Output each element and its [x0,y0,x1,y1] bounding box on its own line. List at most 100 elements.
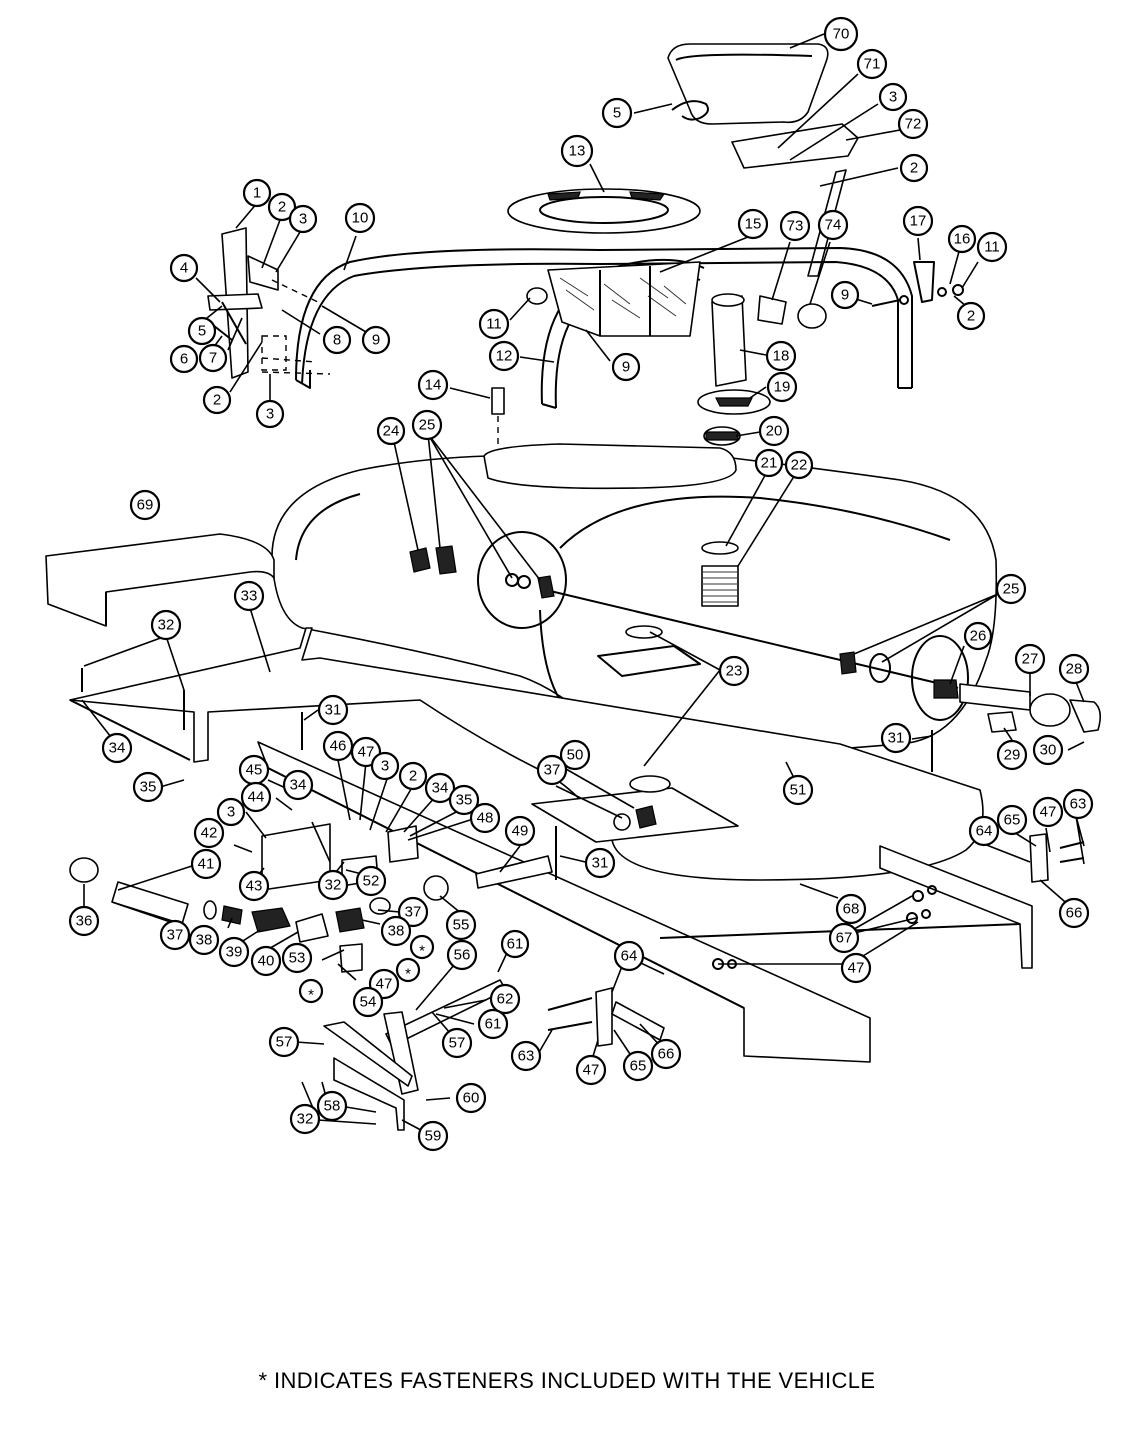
callout-c20: 20 [758,415,790,447]
callout-circle [779,210,811,242]
callout-c14: 14 [417,369,449,401]
callout-label: 52 [363,873,380,890]
callout-label: 32 [325,877,342,894]
callout-c69: 69 [129,489,161,521]
callout-circle [316,1090,348,1122]
callout-circle [718,655,750,687]
callout-label: 34 [432,780,449,797]
callout-circle [68,905,100,937]
callout-circle [216,797,246,827]
callout-label: * [405,966,411,983]
callout-c38b: 38 [380,915,412,947]
callout-circle [575,1054,607,1086]
callout-label: 63 [518,1048,535,1065]
callout-c65a: 65 [996,804,1028,836]
callout-circle [218,936,250,968]
callout-circle [856,48,888,80]
callout-circle [445,909,477,941]
callout-circle [1032,796,1064,828]
callout-c63a: 63 [1062,788,1094,820]
callout-label: 61 [485,1016,502,1033]
callout-circle [281,942,313,974]
callout-c37c: 37 [397,896,429,928]
callout-label: 9 [841,287,849,304]
seat-cushion [667,43,829,125]
callout-label: 45 [246,762,263,779]
callout-circle [897,108,929,140]
callout-c51: 51 [782,774,814,806]
footnote: * INDICATES FASTENERS INCLUDED WITH THE … [258,1368,876,1393]
callout-circle [361,325,391,355]
callout-c40: 40 [250,945,282,977]
callout-circle [132,771,164,803]
callout-c27: 27 [1014,643,1046,675]
callout-circle [101,732,133,764]
callout-label: * [419,943,425,960]
callout-label: 7 [209,350,217,367]
callout-label: 43 [246,878,263,895]
callout-circle [782,774,814,806]
callout-c22: 22 [784,450,814,480]
callout-c9b: 9 [361,325,391,355]
callout-label: 5 [198,323,206,340]
callout-c47d: 47 [840,952,872,984]
callout-label: 47 [583,1062,600,1079]
callout-label: 5 [613,105,621,122]
callout-circle [417,369,449,401]
callout-circle [613,940,645,972]
callout-c67: 67 [828,922,860,954]
callout-label: 48 [477,810,494,827]
callout-label: 26 [970,628,987,645]
callout-circle [169,344,199,374]
callout-c73: 73 [779,210,811,242]
callout-label: 46 [330,738,347,755]
callout-circle [622,1050,654,1082]
callout-c61a: 61 [500,929,530,959]
callout-c18: 18 [765,340,797,372]
callout-label: 39 [226,944,243,961]
callout-c25a: 25 [411,409,443,441]
callout-label: 9 [372,332,380,349]
callout-c11b: 11 [478,308,510,340]
callout-circle [282,769,314,801]
callout-circle [198,343,228,373]
callout-label: 2 [409,768,417,785]
callout-circle [188,924,220,956]
callout-label: 3 [889,89,897,106]
parts-artwork [45,43,1102,1131]
callout-c48: 48 [469,802,501,834]
callout-cs3: * [298,978,324,1004]
callout-label: 55 [453,917,470,934]
callout-c49: 49 [504,815,536,847]
callout-c38a: 38 [188,924,220,956]
callout-label: 3 [266,406,274,423]
callout-circle [478,308,510,340]
callout-label: 30 [1040,742,1057,759]
callout-c37b: 37 [159,919,191,951]
callout-circle [441,1027,473,1059]
callout-label: 66 [658,1046,675,1063]
callout-label: 41 [198,856,215,873]
callout-c24: 24 [376,416,406,446]
callout-circle [417,1120,449,1152]
callout-c3e: 3 [216,797,246,827]
seat-bracket [731,123,859,169]
hinge-bracket [547,987,665,1047]
callout-circle [823,16,859,52]
callout-circle [398,761,428,791]
callout-circle [202,385,232,415]
callout-c50: 50 [559,739,591,771]
callout-label: 1 [253,185,261,202]
callout-label: 65 [1004,812,1021,829]
callout-c34c: 34 [282,769,314,801]
callout-c32a: 32 [150,609,182,641]
callout-label: 58 [324,1098,341,1115]
callout-circle [1058,653,1090,685]
callout-c37a: 37 [536,754,568,786]
callout-circle [150,609,182,641]
callout-c42: 42 [193,817,225,849]
callout-circle [448,784,480,816]
callout-label: 64 [621,948,638,965]
callout-label: 50 [567,747,584,764]
